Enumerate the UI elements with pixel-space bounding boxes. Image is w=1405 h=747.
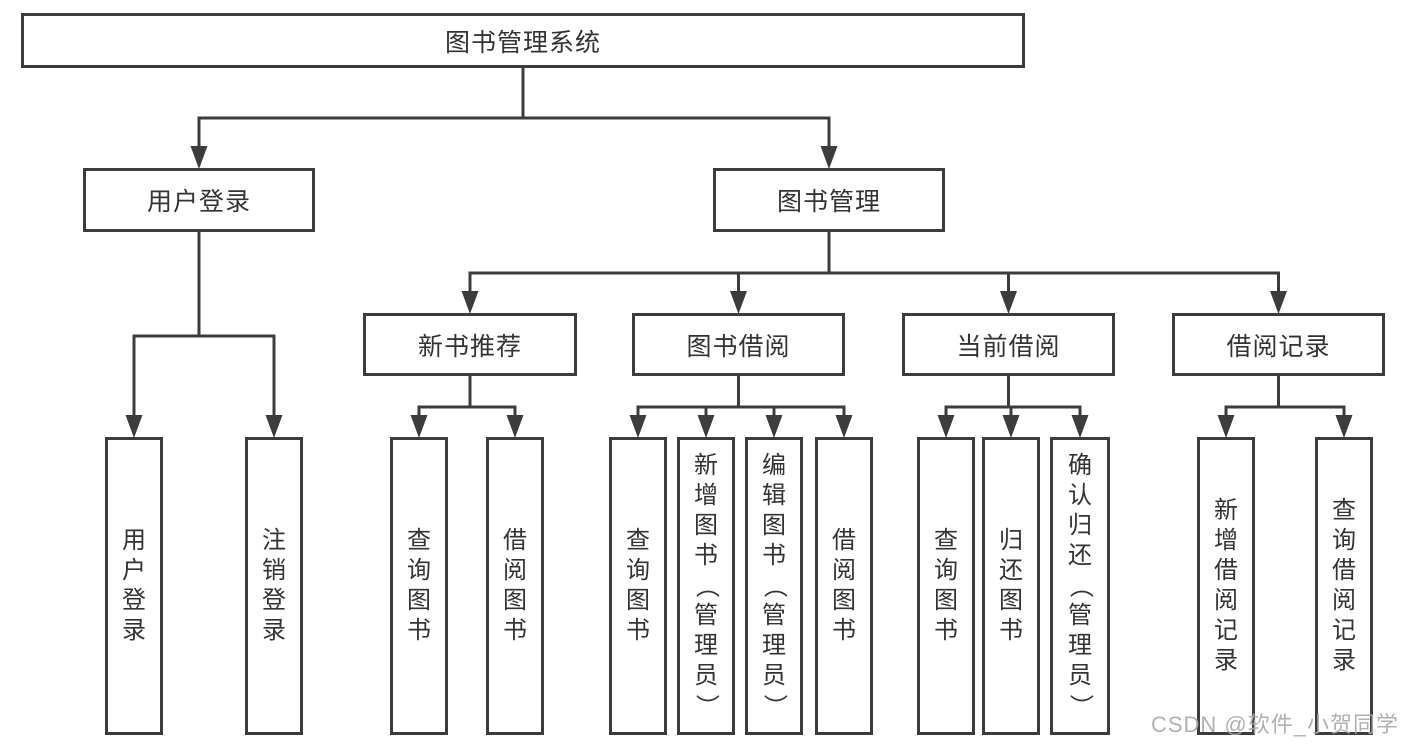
arrowhead-icon <box>1071 415 1089 438</box>
arrowhead-icon <box>765 415 783 438</box>
arrowhead-icon <box>820 146 838 169</box>
arrowhead-icon <box>835 415 853 438</box>
leaf-confirm-return-admin: 确认归还（管理员） <box>1050 437 1110 735</box>
arrowhead-icon <box>730 291 747 314</box>
leaf-query-books-borrowing: 查询图书 <box>609 437 667 735</box>
edge-line <box>468 229 1280 295</box>
vertical-label: 编辑图书（管理员） <box>761 452 788 719</box>
arrowhead-icon <box>1270 291 1287 314</box>
leaf-borrow-books-recommend: 借阅图书 <box>486 437 544 735</box>
vertical-label: 确认归还（管理员） <box>1067 452 1094 719</box>
vertical-label: 新增图书（管理员） <box>693 452 720 719</box>
node-new-book-recommend: 新书推荐 <box>363 313 577 376</box>
node-library-system: 图书管理系统 <box>21 13 1025 68</box>
arrowhead-icon <box>1217 415 1235 438</box>
vertical-label: 归还图书 <box>999 527 1023 644</box>
arrowhead-icon <box>506 415 524 438</box>
leaf-query-borrow-record: 查询借阅记录 <box>1315 437 1373 735</box>
edge-line <box>636 373 846 419</box>
node-borrowing-records: 借阅记录 <box>1172 313 1385 376</box>
node-book-management: 图书管理 <box>713 168 945 232</box>
leaf-query-books-recommend: 查询图书 <box>390 437 448 735</box>
arrowhead-icon <box>1000 291 1017 314</box>
node-label: 新书推荐 <box>417 332 522 361</box>
arrowhead-icon <box>629 415 647 438</box>
vertical-label: 用户登录 <box>122 527 146 644</box>
vertical-label: 查询借阅记录 <box>1332 497 1356 674</box>
arrowhead-icon <box>265 415 283 438</box>
edge-line <box>417 373 517 419</box>
vertical-label: 查询图书 <box>407 527 431 644</box>
node-label: 借阅记录 <box>1226 332 1331 361</box>
arrowhead-icon <box>125 415 143 438</box>
vertical-label: 借阅图书 <box>832 527 856 644</box>
vertical-label: 查询图书 <box>626 527 650 644</box>
arrowhead-icon <box>1335 415 1353 438</box>
node-book-borrowing: 图书借阅 <box>632 313 845 376</box>
edge-line <box>1224 373 1346 419</box>
node-label: 用户登录 <box>146 188 251 216</box>
node-label: 当前借阅 <box>956 332 1061 361</box>
node-user-login: 用户登录 <box>83 168 315 232</box>
leaf-edit-book-admin: 编辑图书（管理员） <box>745 437 803 735</box>
node-current-borrowing: 当前借阅 <box>902 313 1115 376</box>
vertical-label: 借阅图书 <box>503 527 527 644</box>
leaf-add-book-admin: 新增图书（管理员） <box>677 437 735 735</box>
vertical-label: 查询图书 <box>934 527 958 644</box>
node-label: 图书管理系统 <box>444 28 601 57</box>
leaf-add-borrow-record: 新增借阅记录 <box>1197 437 1255 735</box>
vertical-label: 新增借阅记录 <box>1214 497 1238 674</box>
edge-line <box>132 229 276 419</box>
arrowhead-icon <box>697 415 715 438</box>
leaf-logout: 注销登录 <box>245 437 303 735</box>
leaf-borrow-books-borrowing: 借阅图书 <box>815 437 873 735</box>
arrowhead-icon <box>461 291 479 314</box>
edge-line <box>944 373 1082 419</box>
arrowhead-icon <box>190 146 208 169</box>
leaf-return-book: 归还图书 <box>982 437 1040 735</box>
node-label: 图书管理 <box>776 188 881 216</box>
watermark: CSDN @软件_小贺同学 <box>1150 711 1399 737</box>
arrowhead-icon <box>1002 415 1020 438</box>
node-label: 图书借阅 <box>686 332 791 361</box>
leaf-query-books-current: 查询图书 <box>917 437 975 735</box>
vertical-label: 注销登录 <box>262 527 286 644</box>
arrowhead-icon <box>410 415 428 438</box>
edge-line <box>197 65 831 150</box>
leaf-user-login: 用户登录 <box>105 437 163 735</box>
arrowhead-icon <box>937 415 955 438</box>
